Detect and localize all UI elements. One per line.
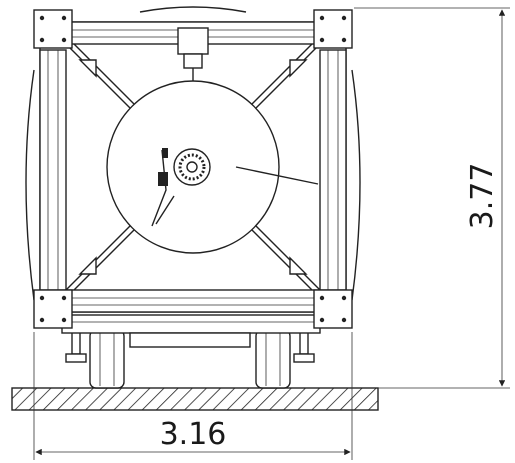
central-disc [106, 80, 319, 254]
corner-plates [33, 9, 353, 329]
diagonal-braces [65, 43, 321, 291]
width-dimension: 3.16 [33, 332, 353, 460]
height-dimension: 3.77 [354, 7, 510, 389]
wheels [89, 329, 291, 389]
side-panels [25, 69, 361, 301]
top-mount [177, 27, 209, 95]
height-dimension-label: 3.77 [465, 163, 500, 230]
cart-base [61, 314, 321, 348]
ground-plate [11, 387, 379, 411]
width-dimension-label: 3.16 [160, 417, 227, 452]
